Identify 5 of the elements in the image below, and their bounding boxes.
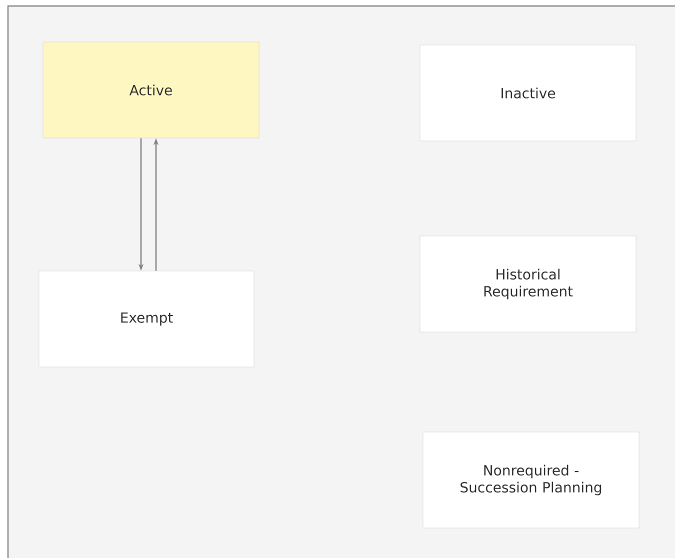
state-box: Exempt <box>38 270 254 368</box>
state-box: Inactive <box>420 44 636 142</box>
state-box: Historical Requirement <box>420 236 636 332</box>
state-box: Nonrequired - Succession Planning <box>422 432 640 528</box>
state-box: Active <box>42 42 260 138</box>
